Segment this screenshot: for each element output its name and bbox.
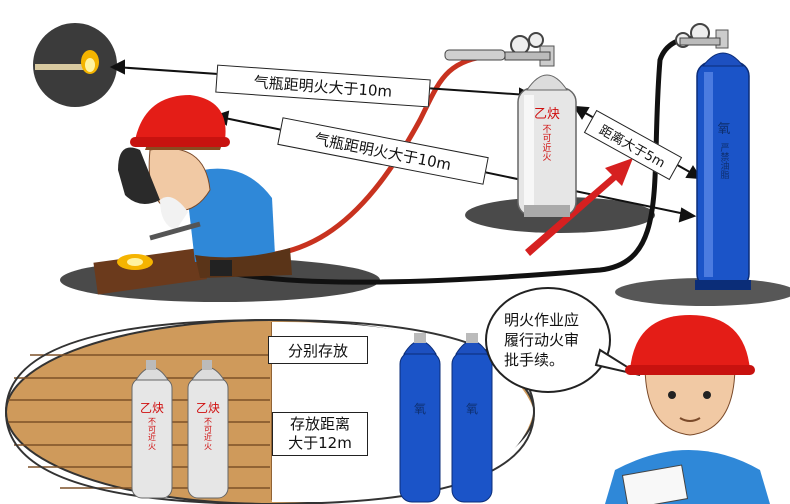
acetylene-warning-1: 不: [542, 124, 552, 135]
acetylene-label-top: 乙炔 不 可 近 火: [530, 108, 564, 163]
acetylene-warning-storage-2c: 近: [204, 433, 212, 443]
acetylene-warning-storage-1c: 近: [148, 433, 156, 443]
acetylene-name-storage-2: 乙炔: [195, 401, 220, 415]
acetylene-cylinder-storage-1: [131, 360, 173, 499]
acetylene-warning-2: 可: [542, 134, 552, 145]
acetylene-name-storage-1: 乙炔: [139, 401, 164, 415]
storage-distance-line-2: 大于12m: [288, 434, 352, 452]
acetylene-warning-storage-2b: 可: [204, 424, 212, 434]
oxygen-label-storage-1: 氧: [413, 402, 426, 416]
oxygen-hose: [189, 36, 701, 285]
acetylene-warning-storage-2a: 不: [204, 416, 212, 426]
acetylene-cylinder-storage-2: [187, 360, 229, 499]
oxygen-cylinder-top: [675, 23, 751, 290]
oxygen-cylinder-storage-1: [399, 333, 441, 503]
inspector-worker: [605, 315, 770, 504]
acetylene-warning-storage-1d: 火: [148, 441, 156, 451]
acetylene-label-storage-1: 乙炔 不 可 近 火: [134, 402, 170, 451]
match-flame-icon: [33, 23, 117, 107]
oxygen-warning: 严禁油脂: [718, 143, 729, 179]
oxygen-name: 氧: [717, 122, 731, 137]
oxygen-cylinder-storage-2: [451, 333, 493, 503]
label-storage-distance: 存放距离 大于12m: [272, 412, 368, 456]
speech-bubble-text: 明火作业应 履行动火审 批手续。: [504, 311, 580, 369]
storage-distance-line-1: 存放距离: [289, 415, 350, 433]
acetylene-warning-4: 火: [542, 152, 552, 163]
acetylene-name: 乙炔: [533, 107, 560, 122]
red-pointer-arrow: [525, 158, 633, 256]
welder-worker: [93, 95, 292, 295]
acetylene-warning-storage-2d: 火: [204, 441, 212, 451]
acetylene-label-storage-2: 乙炔 不 可 近 火: [190, 402, 226, 451]
acetylene-warning-3: 近: [542, 143, 552, 154]
label-separate-storage: 分别存放: [268, 336, 368, 364]
acetylene-warning-storage-1a: 不: [148, 416, 156, 426]
acetylene-cylinder-top: [444, 32, 577, 217]
acetylene-warning-storage-1b: 可: [148, 424, 156, 434]
oxygen-label-storage-2: 氧: [465, 402, 478, 416]
oxygen-label-top: 氧 严禁油脂: [706, 118, 742, 179]
